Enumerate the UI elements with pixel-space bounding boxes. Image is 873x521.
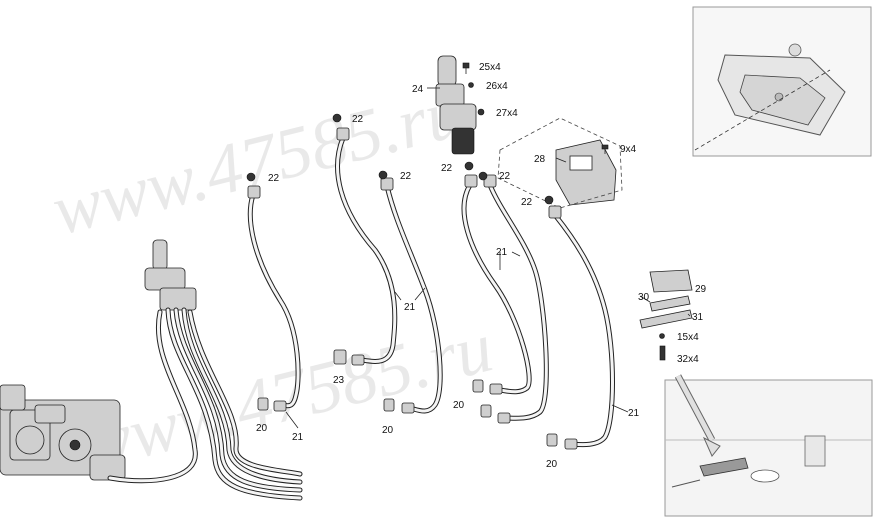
label-31: 31: [692, 312, 704, 323]
label-22-b: 22: [352, 114, 364, 125]
label-22-a: 22: [268, 173, 280, 184]
watermark-top: www.47585.ru: [45, 72, 471, 251]
label-21-c: 21: [628, 408, 640, 419]
fitting-23: [333, 349, 347, 365]
washer-15: [659, 333, 665, 339]
label-20-c: 20: [453, 400, 465, 411]
label-27: 27x4: [496, 108, 518, 119]
label-20-a: 20: [256, 423, 268, 434]
label-22-f: 22: [521, 197, 533, 208]
clamp-29: [649, 269, 693, 293]
hose-21-e: [483, 174, 549, 424]
hose-21-d: [461, 174, 532, 395]
inset-top-right: [692, 6, 872, 157]
hose-bundle: [107, 307, 303, 501]
label-21-a: 21: [404, 302, 416, 313]
washer-26: [468, 82, 474, 88]
label-20-b: 20: [382, 425, 394, 436]
inset-bottom-right: [664, 374, 873, 517]
hose-21-a: [247, 185, 301, 412]
label-21-d: 21: [292, 432, 304, 443]
label-21-b: 21: [496, 247, 508, 258]
fitting-22-group: [246, 113, 554, 205]
hose-21-c: [380, 177, 443, 414]
bolt-25: [462, 62, 470, 74]
leader-lines: [285, 87, 691, 429]
hose-21-b: [335, 127, 398, 366]
label-24: 24: [412, 84, 424, 95]
nut-27: [477, 108, 485, 116]
clamp-parts: [639, 269, 693, 361]
pump-assembly: [0, 384, 126, 481]
label-26: 26x4: [486, 81, 508, 92]
assembled-joystick: [144, 239, 197, 311]
joystick-part-24: [435, 55, 477, 155]
label-29: 29: [695, 284, 707, 295]
screw-9: [601, 144, 609, 154]
plate-outline: [497, 117, 623, 209]
bolt-32: [659, 345, 666, 361]
mounting-plate-28: [555, 139, 617, 206]
hose-21-f: [548, 205, 615, 450]
label-25: 25x4: [479, 62, 501, 73]
label-32: 32x4: [677, 354, 699, 365]
label-20-d: 20: [546, 459, 558, 470]
label-9: 9x4: [620, 144, 637, 155]
label-30: 30: [638, 292, 650, 303]
label-23: 23: [333, 375, 345, 386]
label-22-c: 22: [400, 171, 412, 182]
label-22-d: 22: [441, 163, 453, 174]
clamp-30: [649, 295, 691, 312]
label-22-e: 22: [499, 171, 511, 182]
label-15: 15x4: [677, 332, 699, 343]
label-28: 28: [534, 154, 546, 165]
clamp-31: [639, 309, 693, 329]
fitting-20-group: [257, 379, 558, 447]
